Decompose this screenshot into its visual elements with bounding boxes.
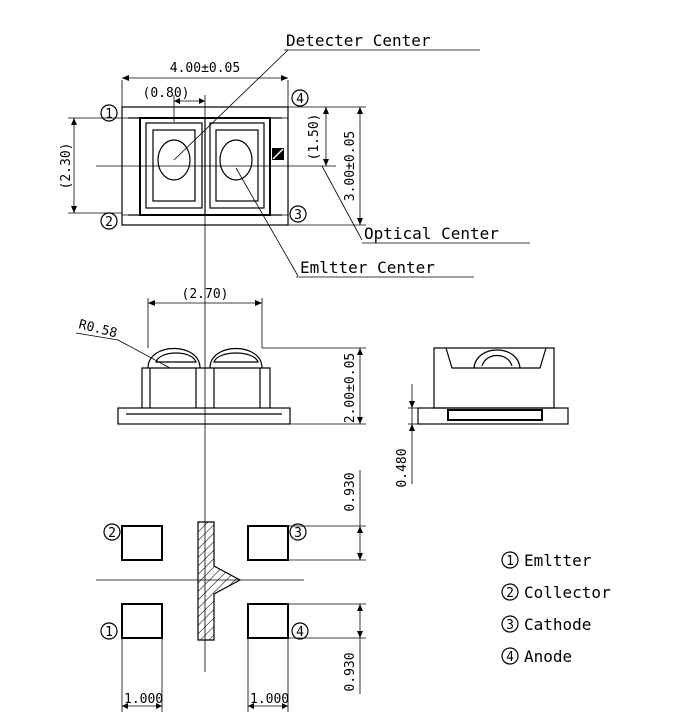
pin-2-footprint: 2 [103,523,121,541]
pin-3-top: 3 [289,205,307,223]
side-right-dome [209,348,263,369]
legend-item-2: 2 Collector [501,583,611,602]
dim-right-inner: (1.50) [307,114,322,161]
callout-optical-center: Optical Center [364,224,499,243]
end-dome [473,349,521,369]
svg-text:Emltter: Emltter [524,551,592,570]
pad-1 [121,603,163,639]
pin-4-top: 4 [291,89,309,107]
svg-text:2: 2 [506,586,514,601]
svg-text:3: 3 [294,526,302,541]
top-detector-window [145,122,203,209]
svg-text:2: 2 [105,215,113,230]
svg-text:1: 1 [105,625,113,640]
emitter-lens [219,139,253,181]
svg-text:4: 4 [296,625,304,640]
side-base [117,407,291,425]
legend-item-4: 4 Anode [501,647,572,666]
legend-item-1: 1 Emltter [501,551,592,570]
pin-4-footprint: 4 [291,622,309,640]
side-view: (2.70) R0.58 2.00±0.05 [75,287,366,425]
dim-side-width: (2.70) [182,287,229,302]
side-left-dome [147,348,201,369]
svg-text:Collector: Collector [524,583,611,602]
pin-2-top: 2 [100,212,118,230]
svg-text:Cathode: Cathode [524,615,591,634]
svg-text:1: 1 [105,107,113,122]
svg-text:4: 4 [296,92,304,107]
end-body [433,347,555,409]
top-right-lead [269,117,282,216]
detector-lens [157,139,191,181]
svg-text:Anode: Anode [524,647,572,666]
side-body [141,367,271,408]
pin-1-top: 1 [100,104,118,122]
dim-left-height: (2.30) [59,143,74,190]
svg-text:3: 3 [294,208,302,223]
callout-detector-center: Detecter Center [286,31,431,50]
end-view: 0.480 [395,347,569,488]
dim-right-height: 3.00±0.05 [343,131,358,201]
dim-pad-bottom: 0.930 [343,652,358,691]
pad-4 [247,603,289,639]
top-left-lead [128,117,141,216]
pin-1-footprint: 1 [100,622,118,640]
footprint-view: 0.930 0.930 1.000 1.000 2 3 1 [96,470,366,712]
svg-text:3: 3 [506,618,514,633]
dim-side-height: 2.00±0.05 [343,353,358,423]
pad-3 [247,525,289,561]
dim-pitch: (0.80) [143,86,190,101]
dim-end-height: 0.480 [395,448,410,487]
dim-pad-width-right: 1.000 [250,692,289,707]
dim-radius: R0.58 [77,317,119,341]
pin-3-footprint: 3 [289,523,307,541]
pin-legend: 1 Emltter 2 Collector 3 Cathode 4 Anode [501,551,611,666]
legend-item-3: 3 Cathode [501,615,591,634]
top-emitter-window [209,122,265,209]
dim-top-width: 4.00±0.05 [170,61,240,76]
svg-text:4: 4 [506,650,514,665]
top-view: 4.00±0.05 (0.80) (2.30) (1.50) 3.00±0.05… [59,31,530,672]
dim-pad-width-left: 1.000 [124,692,163,707]
dim-pad-top: 0.930 [343,472,358,511]
svg-text:1: 1 [506,554,514,569]
pad-2 [121,525,163,561]
svg-text:2: 2 [108,526,116,541]
end-base [417,407,569,425]
center-strip-hatched [197,521,242,641]
callout-emitter-center: Emltter Center [300,258,435,277]
